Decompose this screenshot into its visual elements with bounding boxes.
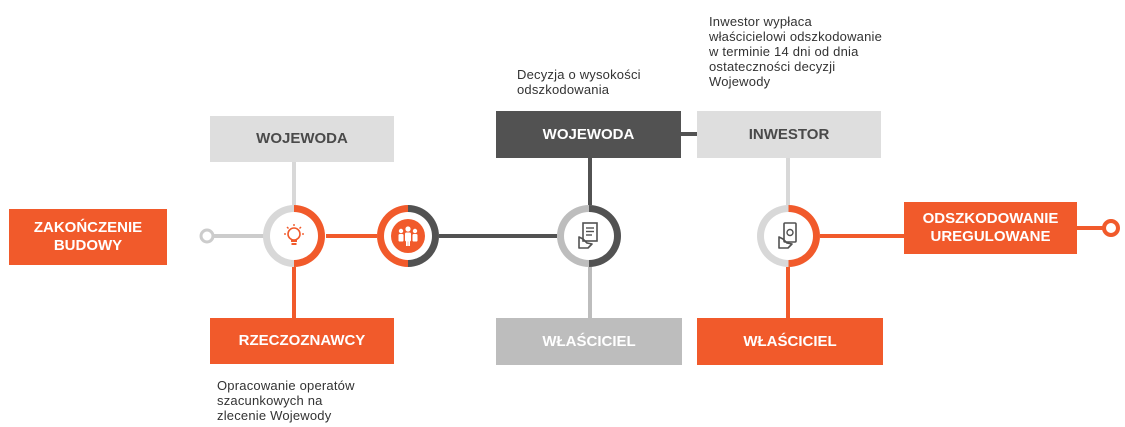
wojewoda-note: Decyzja o wysokości odszkodowania xyxy=(517,67,641,97)
start-box-line1: ZAKOŃCZENIE xyxy=(33,219,143,236)
note-line: Decyzja o wysokości xyxy=(517,67,641,82)
wlasciciel-box-right: WŁAŚCICIEL xyxy=(697,318,883,365)
note-line: zlecenie Wojewody xyxy=(217,408,332,423)
note-line: właścicielowi odszkodowanie xyxy=(709,29,883,44)
note-line: ostateczności decyzji xyxy=(709,59,836,74)
note-line: odszkodowania xyxy=(517,82,610,97)
note-line: Inwestor wypłaca xyxy=(709,14,812,29)
node-people xyxy=(377,205,439,267)
inwestor-note: Inwestor wypłaca właścicielowi odszkodow… xyxy=(709,14,882,89)
end-box-line1: ODSZKODOWANIE xyxy=(922,210,1059,227)
rzeczoznawcy-note: Opracowanie operatów szacunkowych na zle… xyxy=(217,378,355,423)
node-document xyxy=(557,205,621,267)
wojewoda-box-left: WOJEWODA xyxy=(210,116,394,162)
start-box-line2: BUDOWY xyxy=(53,237,123,254)
document-hand-icon xyxy=(578,222,598,249)
end-endpoint-circle xyxy=(1102,219,1120,237)
note-line: szacunkowych na xyxy=(217,393,323,408)
note-line: Wojewody xyxy=(709,74,771,89)
node-money-hand xyxy=(757,205,820,267)
people-icon xyxy=(398,226,418,246)
note-line: w terminie 14 dni od dnia xyxy=(709,44,859,59)
note-line: Opracowanie operatów xyxy=(217,378,355,393)
end-box-line2: UREGULOWANE xyxy=(930,228,1051,245)
node-lightbulb xyxy=(263,205,325,267)
wlasciciel-box-center: WŁAŚCICIEL xyxy=(496,318,682,365)
end-box: ODSZKODOWANIE UREGULOWANE xyxy=(904,202,1077,254)
wojewoda-box-center: WOJEWODA xyxy=(496,111,681,158)
start-endpoint-circle xyxy=(199,228,215,244)
lightbulb-icon xyxy=(284,224,304,245)
start-box: ZAKOŃCZENIE BUDOWY xyxy=(9,209,167,265)
rzeczoznawcy-box: RZECZOZNAWCY xyxy=(210,318,394,364)
inwestor-box: INWESTOR xyxy=(697,111,881,158)
money-hand-icon xyxy=(777,222,797,249)
